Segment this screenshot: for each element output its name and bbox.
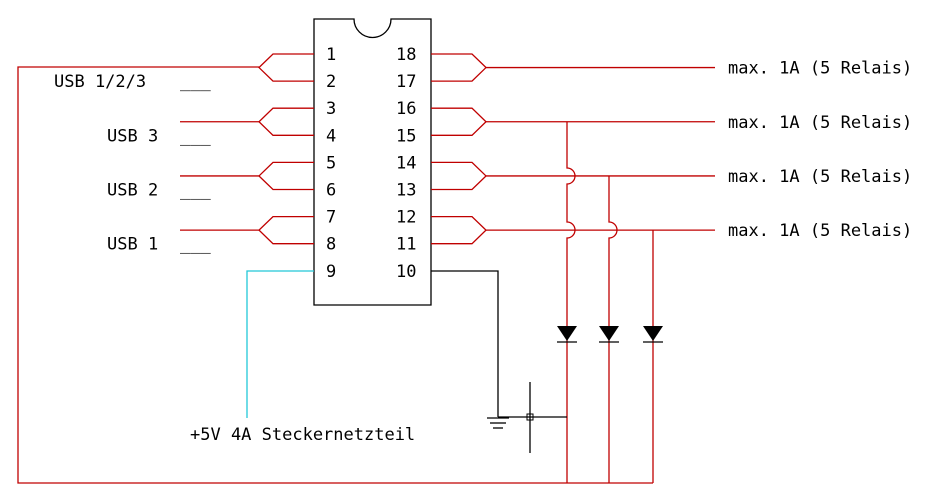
- diode-wire-1: [566, 122, 576, 483]
- output-label: max. 1A (5 Relais): [728, 59, 912, 79]
- input-fork: [258, 161, 314, 191]
- output-fork: [431, 215, 487, 245]
- pin-number: 15: [396, 126, 416, 146]
- input-underline: ___: [180, 126, 211, 146]
- common-wire: [17, 66, 653, 484]
- input-label: USB 1: [107, 235, 158, 255]
- pin-number: 3: [326, 99, 336, 119]
- output-fork: [431, 161, 487, 191]
- output-label: max. 1A (5 Relais): [728, 167, 912, 187]
- input-label: USB 3: [107, 126, 158, 146]
- pin-number: 6: [326, 181, 336, 201]
- input-fork: [258, 53, 314, 82]
- pin-number: 4: [326, 126, 336, 146]
- output-label: max. 1A (5 Relais): [728, 221, 912, 241]
- diode-2: [599, 326, 619, 343]
- input-label: USB 2: [107, 181, 158, 201]
- pin-number: 14: [396, 153, 416, 173]
- ground-icon: [487, 417, 509, 429]
- pin-number: 12: [396, 208, 416, 228]
- pin-number: 16: [396, 99, 416, 119]
- pin-number: 7: [326, 208, 336, 228]
- input-fork: [258, 215, 314, 245]
- pin-number: 18: [396, 45, 416, 65]
- ic-body: [313, 18, 432, 306]
- input-underline: ___: [180, 72, 211, 92]
- ground-wire: [431, 270, 499, 417]
- output-fork: [431, 107, 487, 136]
- pin-number: 11: [396, 235, 416, 255]
- pin-number: 17: [396, 72, 416, 92]
- pin-number: 9: [326, 262, 336, 282]
- pin-number: 10: [396, 262, 416, 282]
- input-underline: ___: [180, 181, 211, 201]
- pin-number: 5: [326, 153, 336, 173]
- input-underline: ___: [180, 235, 211, 255]
- power-label: +5V 4A Steckernetzteil: [190, 425, 415, 445]
- diode-wire-2: [608, 176, 618, 483]
- pin-number: 1: [326, 45, 336, 65]
- crosshair-cursor-icon: [526, 382, 534, 453]
- diode-1: [557, 326, 577, 343]
- pin-number: 13: [396, 181, 416, 201]
- diode-3: [643, 326, 663, 343]
- output-label: max. 1A (5 Relais): [728, 113, 912, 133]
- input-fork: [258, 107, 314, 136]
- pin-number: 8: [326, 235, 336, 255]
- supply-wire: [246, 270, 314, 418]
- input-label: USB 1/2/3: [54, 72, 146, 92]
- output-fork: [431, 53, 487, 82]
- pin-number: 2: [326, 72, 336, 92]
